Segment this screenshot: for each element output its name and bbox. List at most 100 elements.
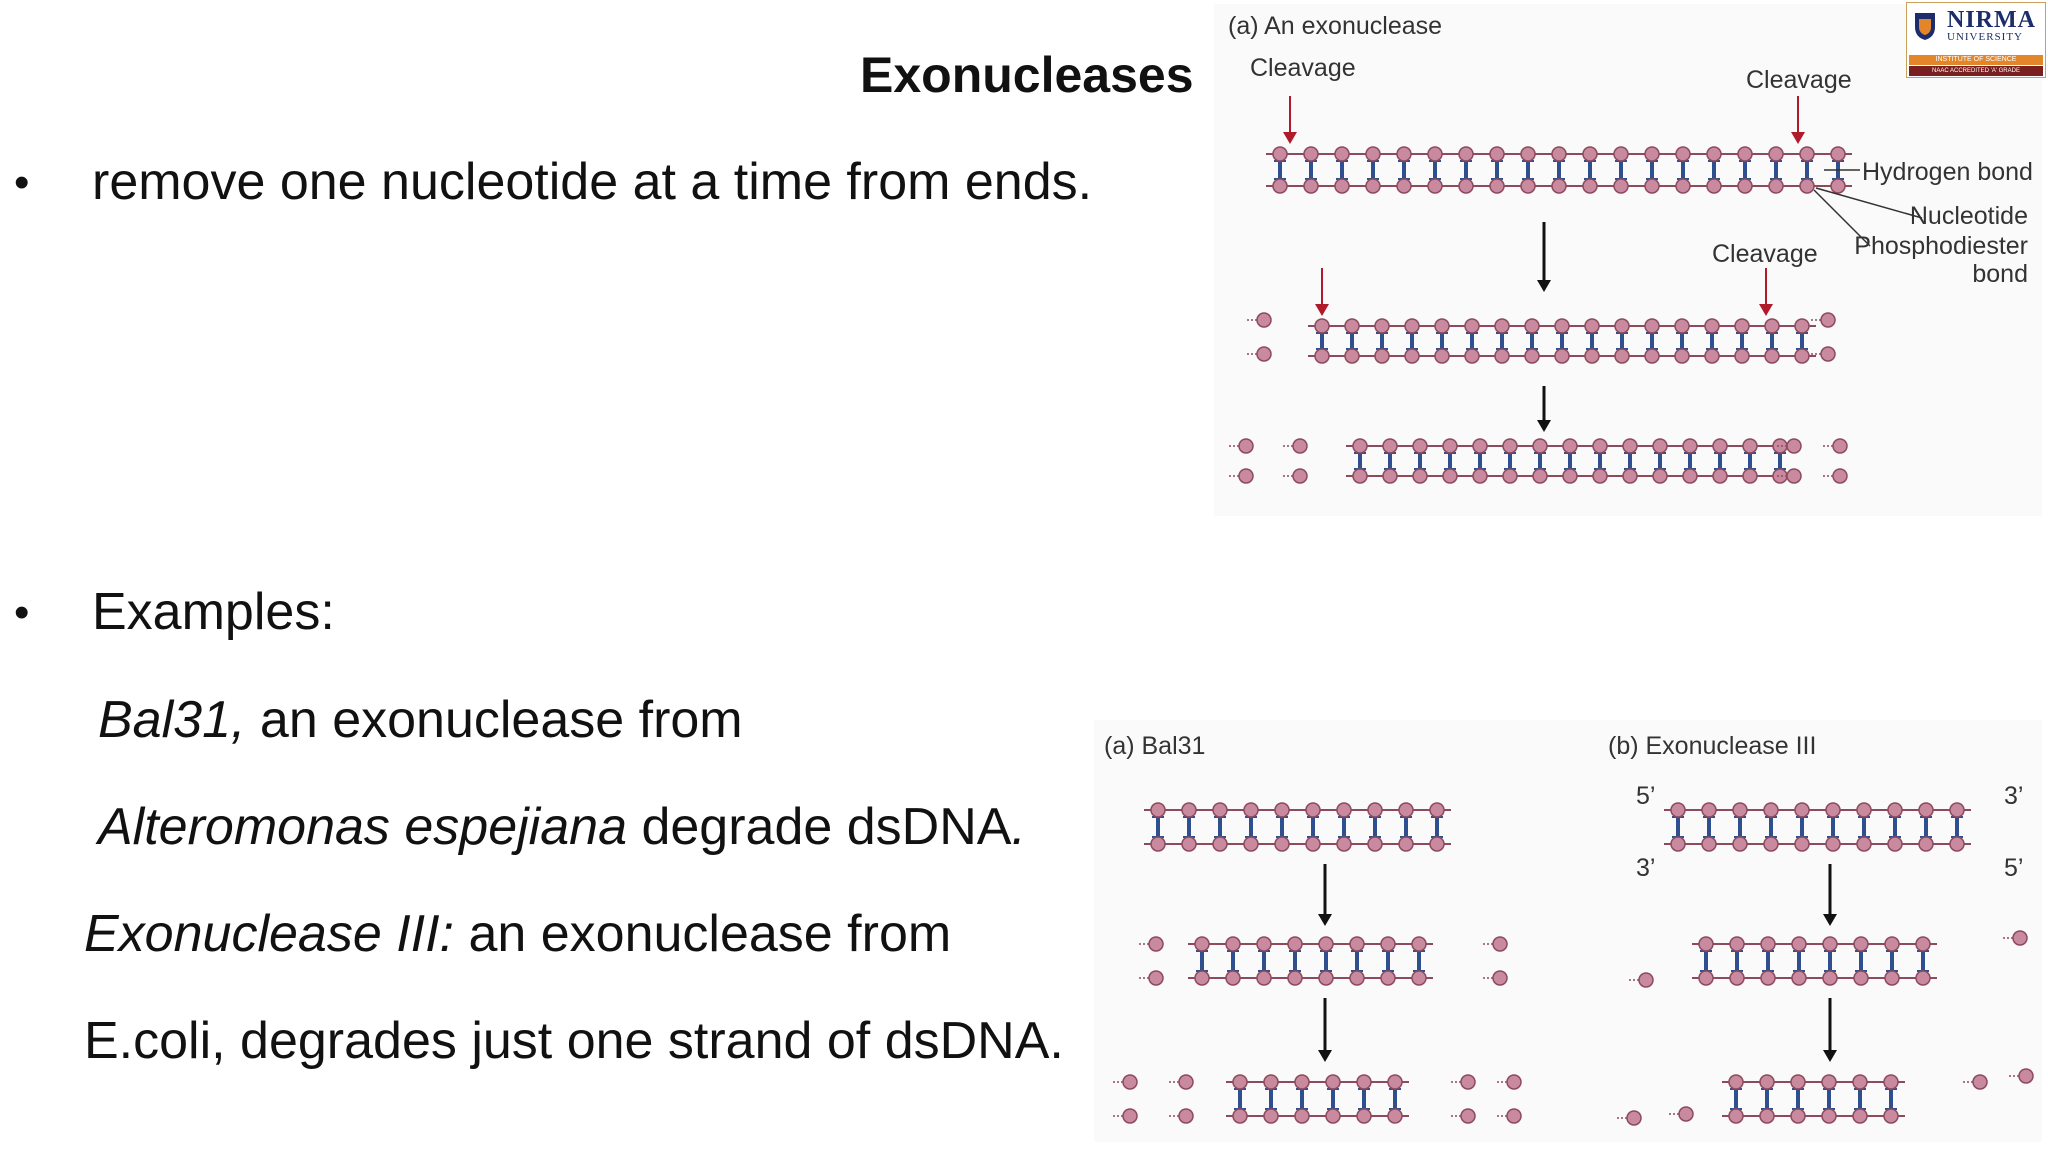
phosphodiester-label-bond: bond	[1972, 260, 2028, 288]
nucleotide	[1734, 348, 1750, 364]
nucleotide	[1404, 318, 1420, 334]
nucleotide	[1706, 146, 1722, 162]
nucleotide	[1336, 802, 1352, 818]
free-nucleotide	[1638, 972, 1654, 988]
nucleotide	[1799, 178, 1815, 194]
nucleotide	[1883, 1074, 1899, 1090]
nucleotide	[1701, 802, 1717, 818]
nucleotide	[1272, 178, 1288, 194]
free-nucleotide	[1148, 970, 1164, 986]
nucleotide	[1622, 438, 1638, 454]
nucleotide	[1698, 970, 1714, 986]
nucleotide	[1194, 936, 1210, 952]
nucleotide	[1704, 318, 1720, 334]
nucleotide	[1520, 146, 1536, 162]
nucleotide	[1374, 318, 1390, 334]
nucleotide	[1644, 348, 1660, 364]
nucleotide	[1737, 178, 1753, 194]
nucleotide	[1489, 146, 1505, 162]
free-nucleotide	[1492, 970, 1508, 986]
free-nucleotide	[1832, 438, 1848, 454]
free-nucleotide	[1820, 312, 1836, 328]
nucleotide	[1794, 836, 1810, 852]
nucleotide	[1396, 178, 1412, 194]
nucleotide	[1884, 970, 1900, 986]
nucleotide	[1853, 970, 1869, 986]
free-nucleotide	[1972, 1074, 1988, 1090]
example-exonuclease-iii: Exonuclease III: an exonuclease from	[84, 904, 951, 964]
bullet-examples: • Examples:	[0, 582, 600, 652]
nucleotide	[1883, 1108, 1899, 1124]
nucleotide	[1918, 802, 1934, 818]
free-nucleotide	[1178, 1074, 1194, 1090]
free-nucleotide	[1678, 1106, 1694, 1122]
three-prime-label: 3’	[2004, 782, 2023, 810]
nucleotide	[1243, 802, 1259, 818]
nucleotide	[1704, 348, 1720, 364]
nucleotide	[1915, 970, 1931, 986]
down-arrow-head	[1791, 132, 1805, 144]
nucleotide	[1464, 318, 1480, 334]
nucleotide	[1274, 836, 1290, 852]
free-nucleotide	[1122, 1074, 1138, 1090]
down-arrow-head	[1823, 914, 1837, 926]
nucleotide	[1822, 936, 1838, 952]
nucleotide	[1287, 936, 1303, 952]
nucleotide	[1325, 1108, 1341, 1124]
nucleotide	[1365, 146, 1381, 162]
free-nucleotide	[1506, 1108, 1522, 1124]
nucleotide	[1334, 178, 1350, 194]
nucleotide	[1225, 970, 1241, 986]
nucleotide	[1791, 970, 1807, 986]
nucleotide	[1582, 146, 1598, 162]
nucleotide	[1652, 438, 1668, 454]
nucleotide	[1225, 936, 1241, 952]
nucleotide-label: Nucleotide	[1910, 202, 2028, 230]
leader-line	[1813, 189, 1871, 247]
nucleotide	[1794, 318, 1810, 334]
nucleotide	[1472, 468, 1488, 484]
nucleotide	[1232, 1074, 1248, 1090]
nucleotide	[1763, 836, 1779, 852]
nucleotide	[1584, 348, 1600, 364]
nucleotide	[1644, 178, 1660, 194]
nucleotide	[1181, 836, 1197, 852]
nucleotide	[1434, 318, 1450, 334]
free-nucleotide	[1506, 1074, 1522, 1090]
nucleotide	[1520, 178, 1536, 194]
nucleotide	[1263, 1074, 1279, 1090]
nucleotide	[1380, 936, 1396, 952]
free-nucleotide	[1626, 1110, 1642, 1126]
down-arrow-head	[1318, 914, 1332, 926]
down-arrow-head	[1537, 280, 1551, 292]
nucleotide	[1212, 802, 1228, 818]
nucleotide	[1728, 1108, 1744, 1124]
nucleotide	[1294, 1074, 1310, 1090]
nucleotide	[1212, 836, 1228, 852]
nucleotide	[1458, 146, 1474, 162]
free-nucleotide	[1256, 346, 1272, 362]
nucleotide	[1411, 936, 1427, 952]
nucleotide	[1698, 936, 1714, 952]
down-arrow-head	[1318, 1050, 1332, 1062]
nucleotide	[1764, 318, 1780, 334]
nucleotide	[1562, 438, 1578, 454]
nucleotide	[1675, 178, 1691, 194]
nucleotide	[1613, 178, 1629, 194]
nucleotide	[1256, 970, 1272, 986]
down-arrow-head	[1283, 132, 1297, 144]
nucleotide	[1303, 178, 1319, 194]
nucleotide	[1554, 318, 1570, 334]
free-nucleotide	[1238, 468, 1254, 484]
nucleotide	[1915, 936, 1931, 952]
nucleotide	[1494, 348, 1510, 364]
nucleotide	[1382, 438, 1398, 454]
nucleotide	[1442, 468, 1458, 484]
nucleotide	[1644, 318, 1660, 334]
nucleotide	[1675, 146, 1691, 162]
nucleotide	[1344, 348, 1360, 364]
nucleotide	[1582, 178, 1598, 194]
nucleotide	[1562, 468, 1578, 484]
nucleotide	[1274, 802, 1290, 818]
nucleotide	[1349, 970, 1365, 986]
